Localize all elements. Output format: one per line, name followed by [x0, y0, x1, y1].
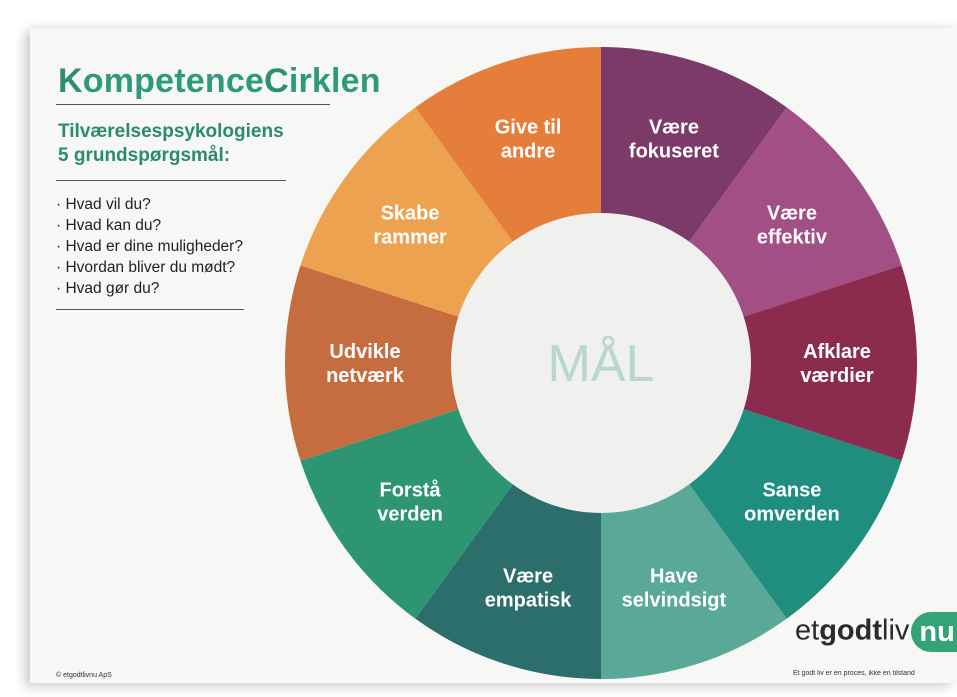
subtitle-line-2: 5 grundspørgsmål:: [58, 145, 231, 166]
wheel-center: [451, 213, 751, 513]
questions-divider: [56, 309, 244, 310]
logo-part-3: liv: [882, 614, 910, 647]
wheel-segment: [601, 265, 917, 461]
question-item: Hvad gør du?: [56, 278, 243, 299]
logo-part-1: et: [795, 614, 820, 647]
subtitle: Tilværelsespsykologiens 5 grundspørgsmål…: [58, 120, 284, 168]
subtitle-divider: [56, 180, 286, 181]
page-title: KompetenceCirklen: [58, 62, 381, 101]
logo-part-2: godt: [819, 614, 882, 647]
title-part-1: ompetence: [82, 62, 265, 100]
question-item: Hvad kan du?: [56, 215, 243, 236]
title-divider: [56, 104, 330, 105]
logo-part-4: nu: [911, 612, 957, 652]
wheel-center-label: MÅL: [548, 335, 655, 393]
question-item: Hvordan bliver du mødt?: [56, 257, 243, 278]
title-initial-k: K: [58, 62, 83, 100]
tagline: Et godt liv er en proces, ikke en tilsta…: [793, 670, 915, 677]
title-initial-c: C: [264, 62, 289, 100]
question-item: Hvad er dine muligheder?: [56, 236, 243, 257]
title-part-2: irklen: [288, 62, 381, 100]
question-item: Hvad vil du?: [56, 194, 243, 215]
copyright-text: © etgodtlivnu ApS: [56, 672, 112, 679]
subtitle-line-1: Tilværelsespsykologiens: [58, 121, 284, 142]
wheel-segment: [285, 265, 601, 461]
question-list: Hvad vil du? Hvad kan du? Hvad er dine m…: [56, 194, 243, 299]
